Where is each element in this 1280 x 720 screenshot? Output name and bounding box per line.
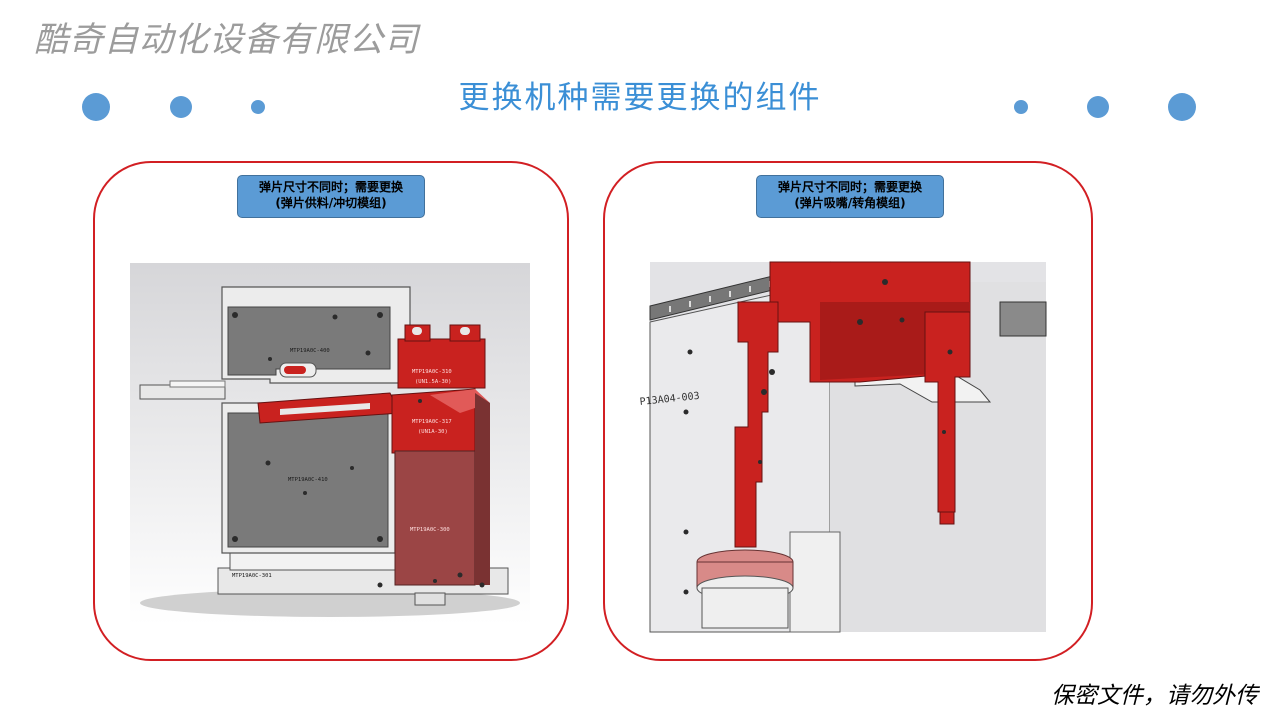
slide-title: 更换机种需要更换的组件 xyxy=(458,80,822,116)
panel-right-callout-line1: 弹片尺寸不同时；需要更换 xyxy=(777,180,922,194)
render-label: (UN1.5A-30) xyxy=(415,379,451,385)
confidential-notice: 保密文件，请勿外传 xyxy=(1051,683,1258,709)
render-label: MTP19A0C-300 xyxy=(410,527,450,533)
decor-dot-right-1 xyxy=(1014,100,1028,114)
panel-right-callout-line2: (弹片吸嘴/转角模组) xyxy=(794,196,906,210)
feeding-punching-module-render: MTP19A0C-400 MTP19A0C-310 (UN1.5A-30) MT… xyxy=(130,263,530,625)
render-label: (UN1A-30) xyxy=(418,429,448,435)
render-label: MTP19A0C-317 xyxy=(412,419,452,425)
decor-dot-left-3 xyxy=(251,100,265,114)
panel-left-callout-line2: (弹片供料/冲切模组) xyxy=(275,196,387,210)
render-label: MTP19A0C-400 xyxy=(290,348,330,354)
decor-dot-left-1 xyxy=(82,93,110,121)
nozzle-rotation-module-render: P13A04-003 xyxy=(639,261,1047,633)
decor-dot-right-3 xyxy=(1168,93,1196,121)
render-label: MTP19A0C-301 xyxy=(232,573,272,579)
decor-dot-right-2 xyxy=(1087,96,1109,118)
render-label: MTP19A0C-310 xyxy=(412,369,452,375)
render-label: MTP19A0C-410 xyxy=(288,477,328,483)
company-name: 酷奇自动化设备有限公司 xyxy=(34,20,419,60)
panel-left-callout-line1: 弹片尺寸不同时；需要更换 xyxy=(258,180,403,194)
panel-right-callout: 弹片尺寸不同时；需要更换 (弹片吸嘴/转角模组) xyxy=(756,175,944,218)
decor-dot-left-2 xyxy=(170,96,192,118)
panel-left-callout: 弹片尺寸不同时；需要更换 (弹片供料/冲切模组) xyxy=(237,175,425,218)
